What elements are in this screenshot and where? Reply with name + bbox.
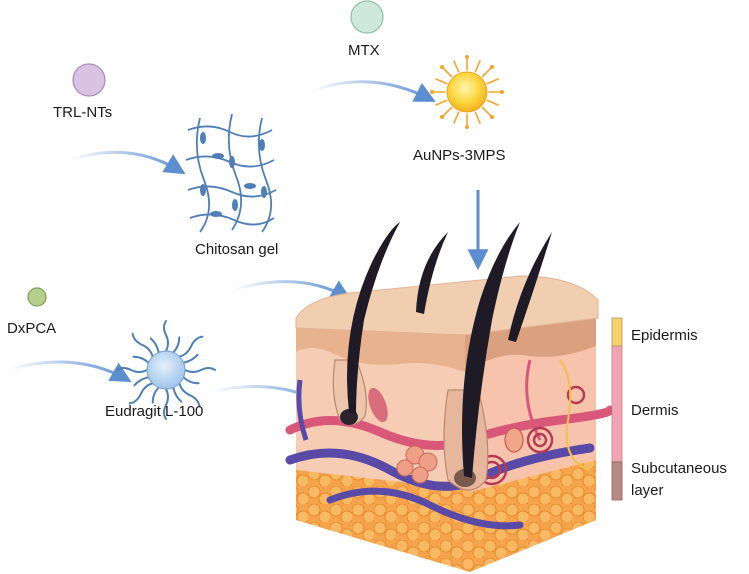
- arrow-dxpca-to-micelle: [7, 360, 132, 383]
- subcutaneous-label-line1: Subcutaneous: [631, 460, 727, 477]
- arrow-mtx-to-aunps: [309, 80, 436, 102]
- subcutaneous-bar: [611, 461, 623, 501]
- mtx-circle: [350, 0, 384, 34]
- trl-nts-circle: [72, 63, 106, 97]
- dermis-label: Dermis: [631, 402, 679, 419]
- aunps-label: AuNPs-3MPS: [413, 147, 506, 164]
- subcutaneous-label-line2: layer: [631, 482, 664, 499]
- dermis-bar: [611, 345, 623, 463]
- dxpca-circle: [27, 287, 47, 307]
- epidermis-bar: [611, 317, 623, 347]
- arrow-trl-to-chitosan: [69, 150, 186, 175]
- aunps-sun-icon: [430, 55, 504, 129]
- epidermis-label: Epidermis: [631, 327, 698, 344]
- trl-nts-label: TRL-NTs: [53, 104, 113, 121]
- skin-cross-section: [285, 222, 615, 572]
- arrow-chitosan-to-skin: [231, 280, 352, 301]
- chitosan-gel-label: Chitosan gel: [195, 241, 279, 258]
- dxpca-label: DxPCA: [7, 320, 57, 337]
- mtx-label: MTX: [348, 42, 380, 59]
- eudragit-micelle-icon: [116, 320, 216, 420]
- chitosan-gel-network-icon: [185, 113, 277, 233]
- eudragit-label: Eudragit L-100: [105, 403, 204, 420]
